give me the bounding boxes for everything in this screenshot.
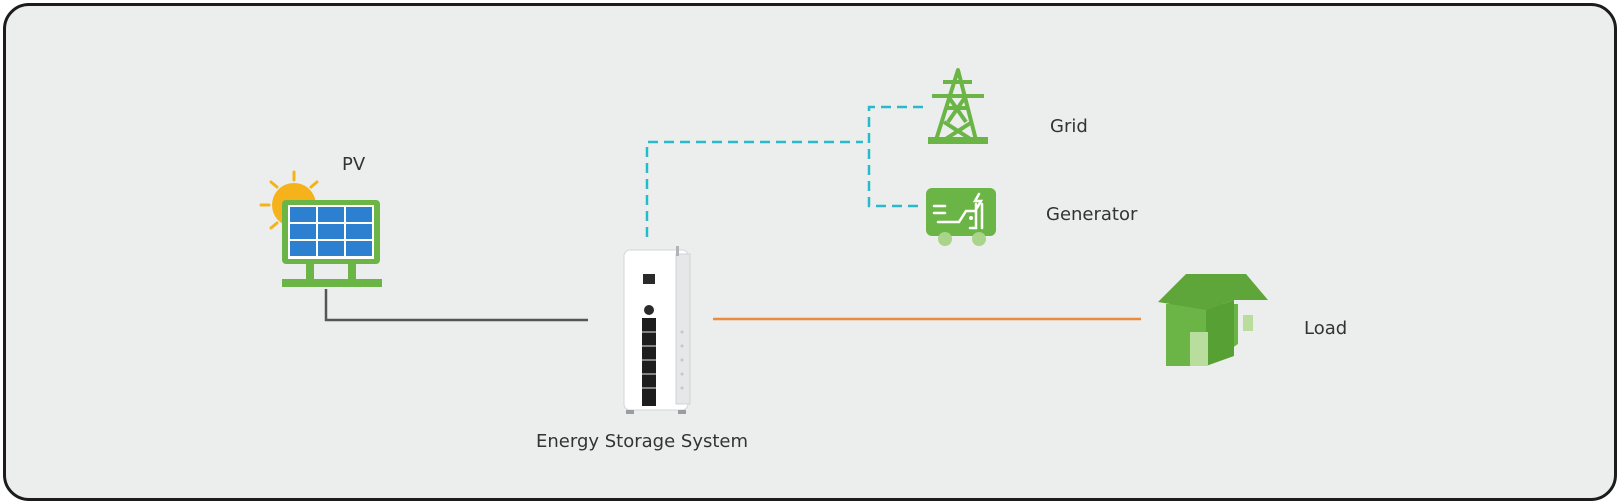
generator-icon [926, 188, 996, 246]
grid-label: Grid [1050, 116, 1088, 137]
house-icon [1158, 274, 1268, 366]
generator-label: Generator [1046, 204, 1138, 225]
load-label: Load [1304, 318, 1348, 339]
grid-branch-line [867, 105, 923, 208]
grid-connection-line [645, 140, 863, 237]
power-tower-icon [928, 68, 988, 144]
diagram-frame: PV Grid Generator Load Energy Storage Sy… [3, 3, 1617, 501]
ess-label: Energy Storage System [536, 431, 749, 452]
diagram-canvas [259, 68, 1268, 414]
battery-cabinet-icon [623, 246, 691, 414]
pv-connection-line [324, 289, 588, 322]
pv-label: PV [342, 154, 366, 175]
solar-panel-icon [259, 170, 382, 287]
